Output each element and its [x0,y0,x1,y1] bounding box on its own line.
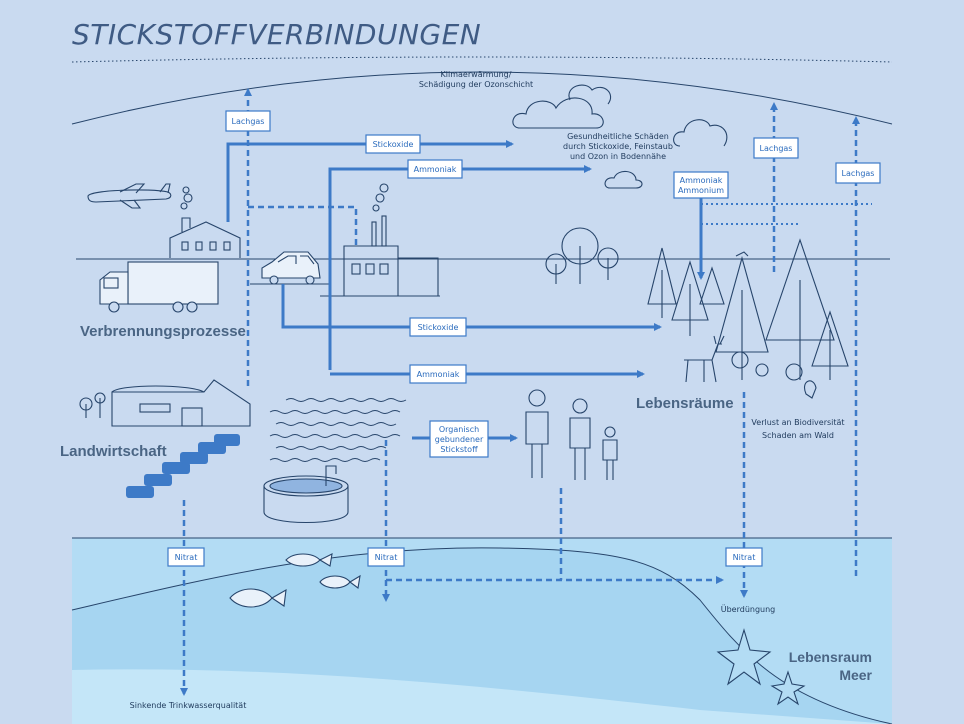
sea-outline [71,547,893,724]
label-nitrat-left-text: Nitrat [175,553,198,562]
truck-icon [99,261,219,313]
label-lachgas-right1: Lachgas [753,137,799,159]
sea-deep [72,669,892,724]
house-icon [169,186,241,258]
atmosphere-arc [71,71,893,125]
stickoxide-arrow-mid [281,284,662,331]
label-organisch: Organisch gebundener Stickstoff [429,420,489,458]
label-lachgas-right1-text: Lachgas [760,144,793,153]
section-lebensraeume: Lebensräume [636,395,734,412]
label-lachgas-right2: Lachgas [835,162,881,184]
label-ammoniak-top: Ammoniak [407,159,463,179]
label-stickoxide-top-text: Stickoxide [373,140,414,149]
label-nitrat-mid: Nitrat [367,547,405,567]
label-stickoxide-top: Stickoxide [365,134,421,154]
farm-icon [79,379,251,427]
note-health-2: durch Stickoxide, Feinstaub [563,142,673,151]
field-waves [269,398,407,462]
label-ammoniak-ammonium-text2: Ammonium [678,186,724,195]
label-organisch-text3: Stickstoff [440,445,478,454]
label-organisch-text2: gebundener [435,435,484,444]
label-stickoxide-mid: Stickoxide [409,317,467,337]
note-health-1: Gesundheitliche Schäden [567,132,669,141]
label-nitrat-left: Nitrat [167,547,205,567]
squirrel-icon [804,380,817,399]
label-nitrat-right: Nitrat [725,547,763,567]
note-health-3: und Ozon in Bodennähe [570,152,666,161]
car-icon [261,251,321,285]
section-verbrennung: Verbrennungsprozesse [80,323,246,340]
starfish-icon [716,628,806,706]
slurry-tank-icon [263,465,349,523]
label-lachgas-left-text: Lachgas [232,117,265,126]
deer-icon [684,335,725,383]
atmosphere-arc-dotted [71,56,893,63]
page-title: STICKSTOFFVERBINDUNGEN [72,18,481,51]
cloud-icon [512,84,728,189]
note-climate-2: Schädigung der Ozonschicht [419,80,533,89]
note-biodiv-1: Verlust an Biodiversität [751,418,844,427]
forest-icon [647,238,849,381]
label-ammoniak-ammonium: Ammoniak Ammonium [673,171,729,199]
label-lachgas-right2-text: Lachgas [842,169,875,178]
tree-icon [545,227,619,284]
label-ammoniak-top-text: Ammoniak [414,165,457,174]
fish-icon [229,553,361,608]
factory-dashed-link [248,205,358,246]
label-organisch-text1: Organisch [439,425,479,434]
note-trinkwasser: Sinkende Trinkwasserqualität [130,701,247,710]
factory-icon [343,183,439,296]
note-biodiv-2: Schaden am Wald [762,431,834,440]
stickoxide-arrow-top [226,140,514,222]
people-icon [525,389,618,480]
section-meer-2: Meer [839,667,872,683]
cows-icon [126,434,240,498]
note-climate-1: Klimaerwärmung/ [441,70,512,79]
label-lachgas-left: Lachgas [225,110,271,132]
ammoniak-arrow-top [328,165,592,370]
note-ueberduengung: Überdüngung [721,604,776,614]
section-landwirtschaft: Landwirtschaft [60,443,167,460]
label-ammoniak-ammonium-text1: Ammoniak [680,176,723,185]
label-stickoxide-mid-text: Stickoxide [418,323,459,332]
label-ammoniak-mid: Ammoniak [409,364,467,384]
label-nitrat-right-text: Nitrat [733,553,756,562]
label-nitrat-mid-text: Nitrat [375,553,398,562]
section-meer-1: Lebensraum [789,649,872,665]
airplane-icon [87,183,172,209]
label-ammoniak-mid-text: Ammoniak [417,370,460,379]
